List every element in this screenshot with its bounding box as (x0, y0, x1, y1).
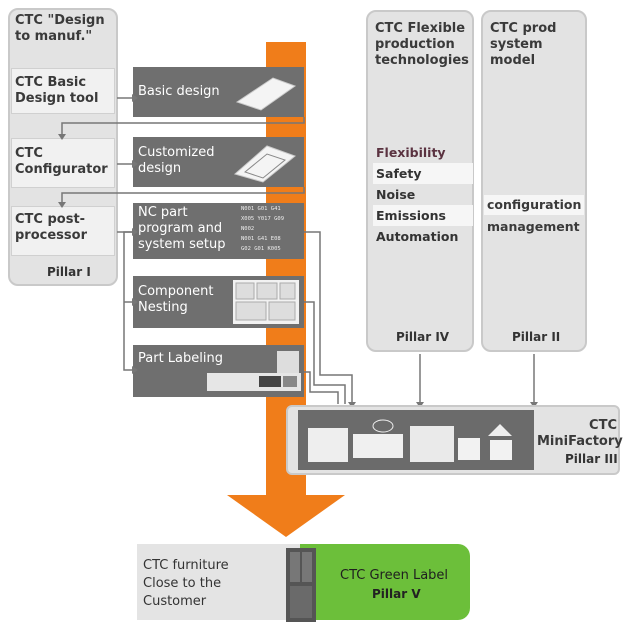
configurator-label: CTC Configurator (15, 146, 108, 177)
nesting-layout-image (233, 280, 299, 324)
component-nesting-step: Component Nesting (133, 276, 304, 328)
customized-design-label: Customized design (138, 145, 215, 176)
nc-code-text: N001 G01 G41 X005 Y017 G09 N002 N001 G41… (241, 206, 285, 252)
flexibility-item: Flexibility (376, 145, 446, 160)
safety-item: Safety (373, 163, 473, 184)
pillar-1-title: CTC "Design to manuf." (15, 13, 105, 44)
nc-program-label: NC part program and system setup (138, 205, 226, 252)
basic-design-label: Basic design (138, 84, 220, 99)
configurator-box (11, 138, 115, 188)
pillar-5-label: Pillar V (372, 587, 421, 601)
automation-item: Automation (376, 229, 459, 244)
pillar-3-label: Pillar III (565, 452, 618, 466)
pillar-2-panel (481, 10, 587, 352)
post-processor-box (11, 206, 115, 256)
pillar-3-title: CTC MiniFactory (537, 418, 623, 449)
basic-design-tool-box (11, 68, 115, 114)
emissions-item: Emissions (373, 205, 473, 226)
minifactory-machines (308, 419, 512, 462)
furniture-label: CTC furniture Close to the Customer (143, 558, 229, 609)
pillar-4-title: CTC Flexible production technologies (375, 21, 469, 68)
basic-design-image (235, 77, 297, 111)
noise-item: Noise (376, 187, 416, 202)
furniture-box (137, 544, 307, 620)
basic-design-step: Basic design (133, 67, 304, 117)
customized-design-image (233, 145, 297, 183)
nc-program-step: NC part program and system setup N001 G0… (133, 203, 304, 259)
cabinet-image (286, 548, 316, 622)
green-label-title: CTC Green Label (340, 568, 449, 583)
part-labeling-label: Part Labeling (138, 351, 223, 366)
basic-design-tool-label: CTC Basic Design tool (15, 75, 99, 106)
part-labeling-step: Part Labeling (133, 345, 304, 397)
pillar-1-label: Pillar I (47, 265, 91, 279)
minifactory-image (298, 410, 534, 470)
component-nesting-label: Component Nesting (138, 284, 214, 315)
pillar-4-label: Pillar IV (396, 330, 450, 344)
management-item: management (487, 219, 580, 234)
pillar-2-title: CTC prod system model (490, 21, 557, 68)
customized-design-step: Customized design (133, 137, 304, 187)
part-label-image (207, 351, 301, 391)
post-processor-label: CTC post- processor (15, 212, 87, 243)
pillar-2-label: Pillar II (512, 330, 561, 344)
configuration-item: configuration (484, 195, 584, 215)
green-label-box (300, 544, 470, 620)
